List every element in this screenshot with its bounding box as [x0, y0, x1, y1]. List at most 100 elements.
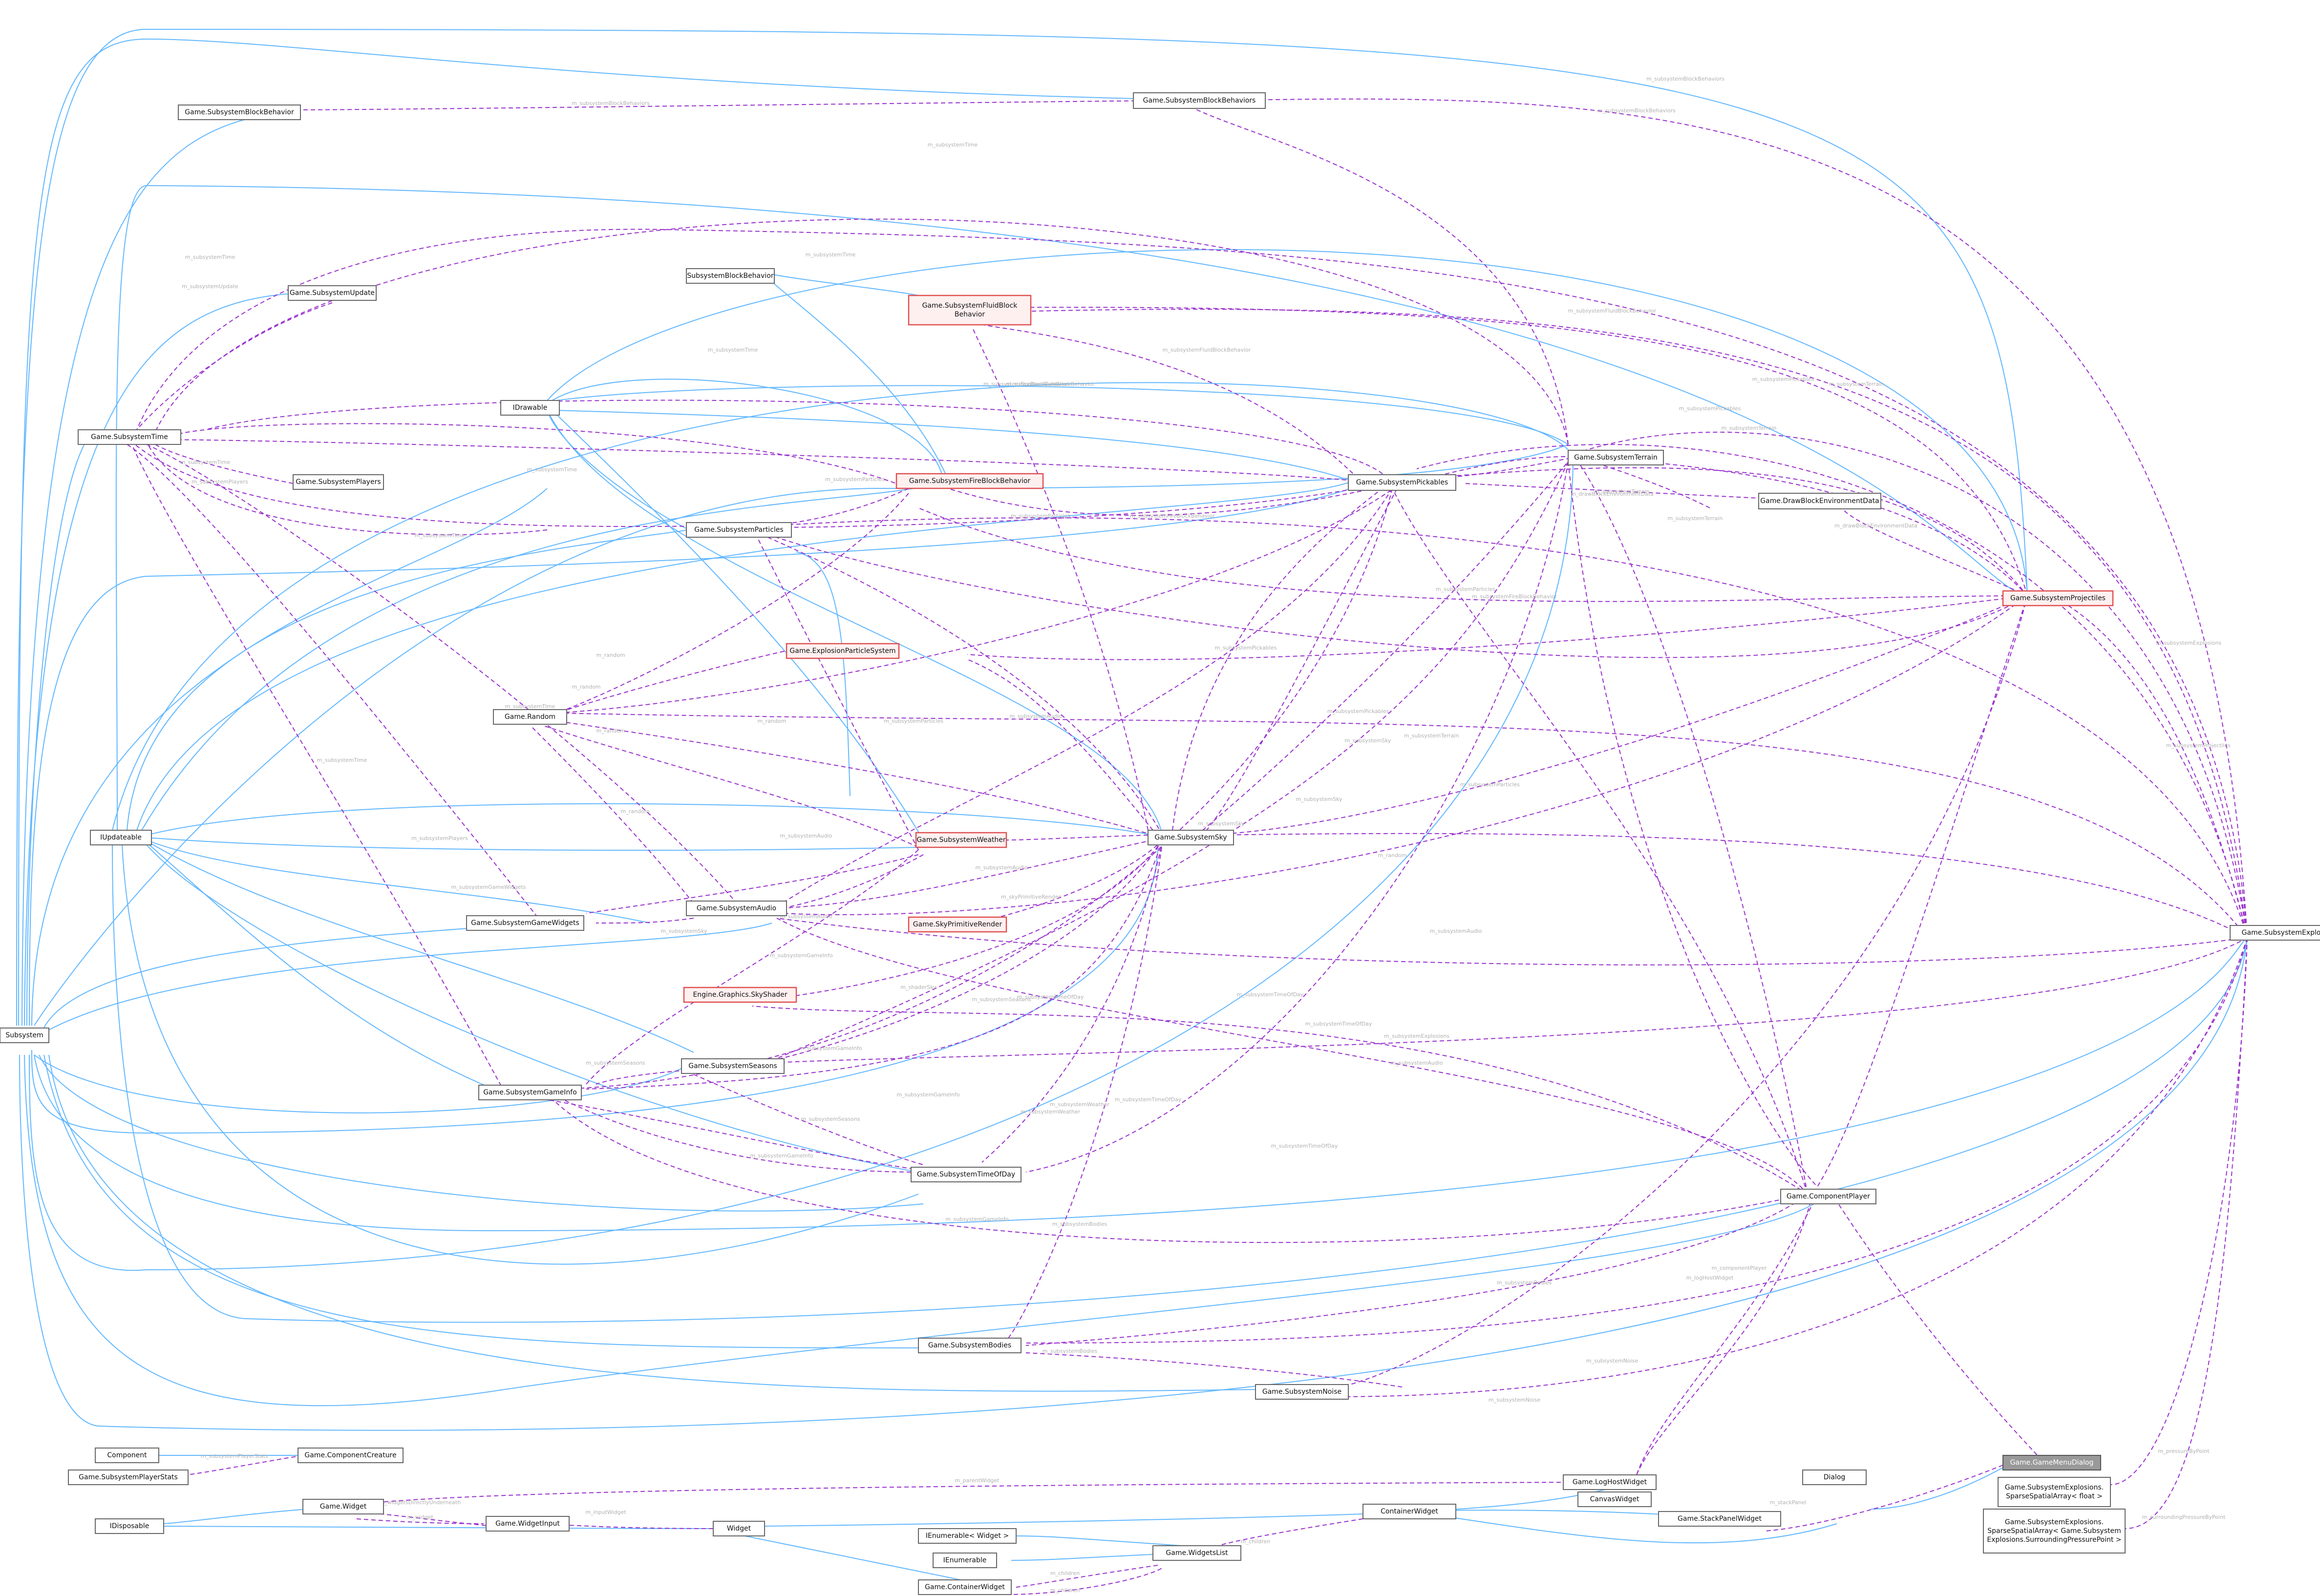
- class-node-noise[interactable]: Game.SubsystemNoise: [1255, 1384, 1349, 1400]
- edge-label: m_subsystemTime: [806, 252, 856, 258]
- class-node-containerwidget[interactable]: ContainerWidget: [1362, 1504, 1456, 1519]
- class-node-sky[interactable]: Game.SubsystemSky: [1148, 830, 1234, 845]
- class-node-bodies[interactable]: Game.SubsystemBodies: [918, 1338, 1022, 1353]
- edge-label: m_subsystemSky: [1296, 796, 1342, 802]
- class-node-weather[interactable]: Game.SubsystemWeather: [915, 832, 1007, 848]
- edge-label: m_subsystemFluidBlockBehavior: [1163, 347, 1251, 353]
- edge-labels: m_subsystemBlockBehaviors m_subsystemBlo…: [180, 76, 2231, 1594]
- class-node-label: Game.SubsystemSeasons: [688, 1062, 777, 1070]
- inheritance-edges: [16, 28, 2248, 1583]
- class-node-drawenv[interactable]: Game.DrawBlockEnvironmentData: [1758, 493, 1881, 509]
- class-node-explosions[interactable]: Game.SubsystemExplosions: [2230, 925, 2320, 941]
- class-node-skyprimitive[interactable]: Game.SkyPrimitiveRender: [908, 916, 1007, 933]
- edge-label: m_subsystemGameInfo: [750, 1153, 813, 1159]
- class-node-random[interactable]: Game.Random: [493, 709, 567, 725]
- class-node-subsystem[interactable]: Subsystem: [0, 1028, 49, 1043]
- class-node-explarray1[interactable]: Game.SubsystemExplosions.SparseSpatialAr…: [1998, 1477, 2111, 1507]
- class-node-projectiles[interactable]: Game.SubsystemProjectiles: [2002, 590, 2114, 607]
- class-node-playerstats[interactable]: Game.SubsystemPlayerStats: [68, 1470, 189, 1485]
- edge-label: m_subsystemParticles: [1436, 586, 1495, 592]
- edge-label: m_subsystemTime: [180, 459, 231, 465]
- class-node-label: Engine.Graphics.SkyShader: [693, 991, 787, 999]
- edge-label: m_subsystemTerrain: [1722, 425, 1777, 431]
- class-node-players[interactable]: Game.SubsystemPlayers: [293, 474, 384, 490]
- class-node-sbb[interactable]: SubsystemBlockBehavior: [686, 268, 775, 284]
- class-node-widgetslist[interactable]: Game.WidgetsList: [1152, 1545, 1241, 1561]
- edge-label: m_subsystemSky: [1198, 820, 1245, 827]
- class-node-box: [1802, 1470, 1867, 1485]
- edge-label: m_subsystemWeather: [1050, 1101, 1109, 1108]
- class-node-gamewidgets[interactable]: Game.SubsystemGameWidgets: [466, 915, 584, 931]
- class-node-label: Game.SkyPrimitiveRender: [913, 921, 1002, 928]
- class-node-ienumwidget[interactable]: IEnumerable< Widget >: [918, 1528, 1017, 1544]
- class-node-particles[interactable]: Game.SubsystemParticles: [686, 522, 792, 538]
- class-node-widgetinput[interactable]: Game.WidgetInput: [486, 1516, 570, 1532]
- edge-label: m_surroundingPressureByPoint: [2142, 1514, 2226, 1520]
- class-node-scblockbehavior[interactable]: Game.SubsystemBlockBehavior: [178, 105, 301, 120]
- edge-label: m_subsystemWeather: [1021, 1109, 1080, 1115]
- class-node-box: [2002, 590, 2114, 607]
- edge-label: m_subsystemTimeOfDay: [1305, 1021, 1372, 1027]
- class-node-label: Game.SubsystemNoise: [1262, 1388, 1341, 1396]
- class-node-loghost[interactable]: Game.LogHostWidget: [1563, 1474, 1657, 1490]
- class-node-stackpanel[interactable]: Game.StackPanelWidget: [1658, 1511, 1781, 1527]
- class-node-dialog[interactable]: Dialog: [1802, 1470, 1867, 1485]
- class-node-audio[interactable]: Game.SubsystemAudio: [686, 901, 787, 916]
- edge-label: m_random: [1378, 852, 1407, 859]
- class-node-box: [1148, 830, 1234, 845]
- edge-label: m_subsystemAudio: [1010, 713, 1062, 719]
- edge-label: m_subsystemAudio: [976, 864, 1028, 871]
- edge-label: m_subsystemBlockBehaviors: [1597, 107, 1676, 114]
- class-node-gamecontainer[interactable]: Game.ContainerWidget: [918, 1579, 1012, 1595]
- edge-label: m_random: [596, 728, 625, 734]
- edge-label: m_subsystemAudio: [780, 913, 832, 920]
- class-node-widget[interactable]: Widget: [713, 1521, 765, 1536]
- class-node-explarray2[interactable]: Game.SubsystemExplosions.SparseSpatialAr…: [1983, 1509, 2126, 1554]
- class-node-label: CanvasWidget: [1590, 1495, 1639, 1503]
- edge-label: m_subsystemAudio: [1430, 928, 1482, 934]
- class-node-label: Game.ComponentCreature: [304, 1451, 396, 1459]
- class-node-update[interactable]: Game.SubsystemUpdate: [288, 285, 377, 301]
- class-node-label: IEnumerable< Widget >: [926, 1532, 1009, 1540]
- class-node-drawable[interactable]: IDrawable: [500, 400, 560, 416]
- class-node-expparticles[interactable]: Game.ExplosionParticleSystem: [786, 643, 900, 659]
- class-node-firebb[interactable]: Game.SubsystemFireBlockBehavior: [895, 473, 1044, 489]
- class-node-label: Game.SubsystemPlayerStats: [79, 1473, 178, 1481]
- class-node-label: Component: [107, 1451, 147, 1459]
- class-node-canvaswidget[interactable]: CanvasWidget: [1577, 1491, 1652, 1507]
- class-node-timeofday[interactable]: Game.SubsystemTimeOfDay: [911, 1167, 1022, 1182]
- class-node-box: [683, 987, 797, 1003]
- class-node-label: Game.ComponentPlayer: [1787, 1193, 1870, 1200]
- class-node-ienum[interactable]: IEnumerable: [933, 1553, 997, 1568]
- class-node-updateable[interactable]: IUpdateable: [90, 830, 152, 845]
- class-node-skyshader[interactable]: Engine.Graphics.SkyShader: [683, 987, 797, 1003]
- class-node-seasons[interactable]: Game.SubsystemSeasons: [681, 1058, 785, 1074]
- class-node-disposable[interactable]: IDisposable: [95, 1518, 164, 1534]
- class-node-time[interactable]: Game.SubsystemTime: [78, 429, 181, 445]
- edge-label: m_subsystemSky: [660, 928, 707, 934]
- class-node-component[interactable]: Component: [95, 1448, 159, 1463]
- class-node-pickables[interactable]: Game.SubsystemPickables: [1348, 474, 1456, 491]
- class-node-label: Game.ExplosionParticleSystem: [789, 647, 895, 655]
- class-node-box: [911, 1167, 1022, 1182]
- class-node-box: [686, 522, 792, 538]
- class-node-label: IUpdateable: [100, 834, 142, 841]
- class-node-box: [1758, 493, 1881, 509]
- class-node-box: [90, 830, 152, 845]
- class-node-blockbehaviors[interactable]: Game.SubsystemBlockBehaviors: [1133, 92, 1266, 109]
- edge-label: m_subsystemPlayers: [411, 835, 468, 841]
- edge-label: m_subsystemExplosions: [2156, 640, 2221, 646]
- usage-edges: [127, 98, 2248, 1595]
- class-node-widgetcls[interactable]: Game.Widget: [302, 1499, 384, 1514]
- class-node-label: Dialog: [1824, 1473, 1846, 1481]
- class-node-box: [1362, 1504, 1456, 1519]
- class-node-compcreature[interactable]: Game.ComponentCreature: [298, 1448, 404, 1463]
- class-node-gameinfo[interactable]: Game.SubsystemGameInfo: [478, 1085, 582, 1100]
- class-node-gamemenu[interactable]: Game.GameMenuDialog: [2002, 1455, 2101, 1470]
- class-node-terrain[interactable]: Game.SubsystemTerrain: [1568, 450, 1664, 465]
- class-node-compplayer[interactable]: Game.ComponentPlayer: [1780, 1189, 1876, 1204]
- class-node-label: Game.WidgetsList: [1166, 1549, 1228, 1557]
- class-node-label: Game.StackPanelWidget: [1678, 1515, 1762, 1523]
